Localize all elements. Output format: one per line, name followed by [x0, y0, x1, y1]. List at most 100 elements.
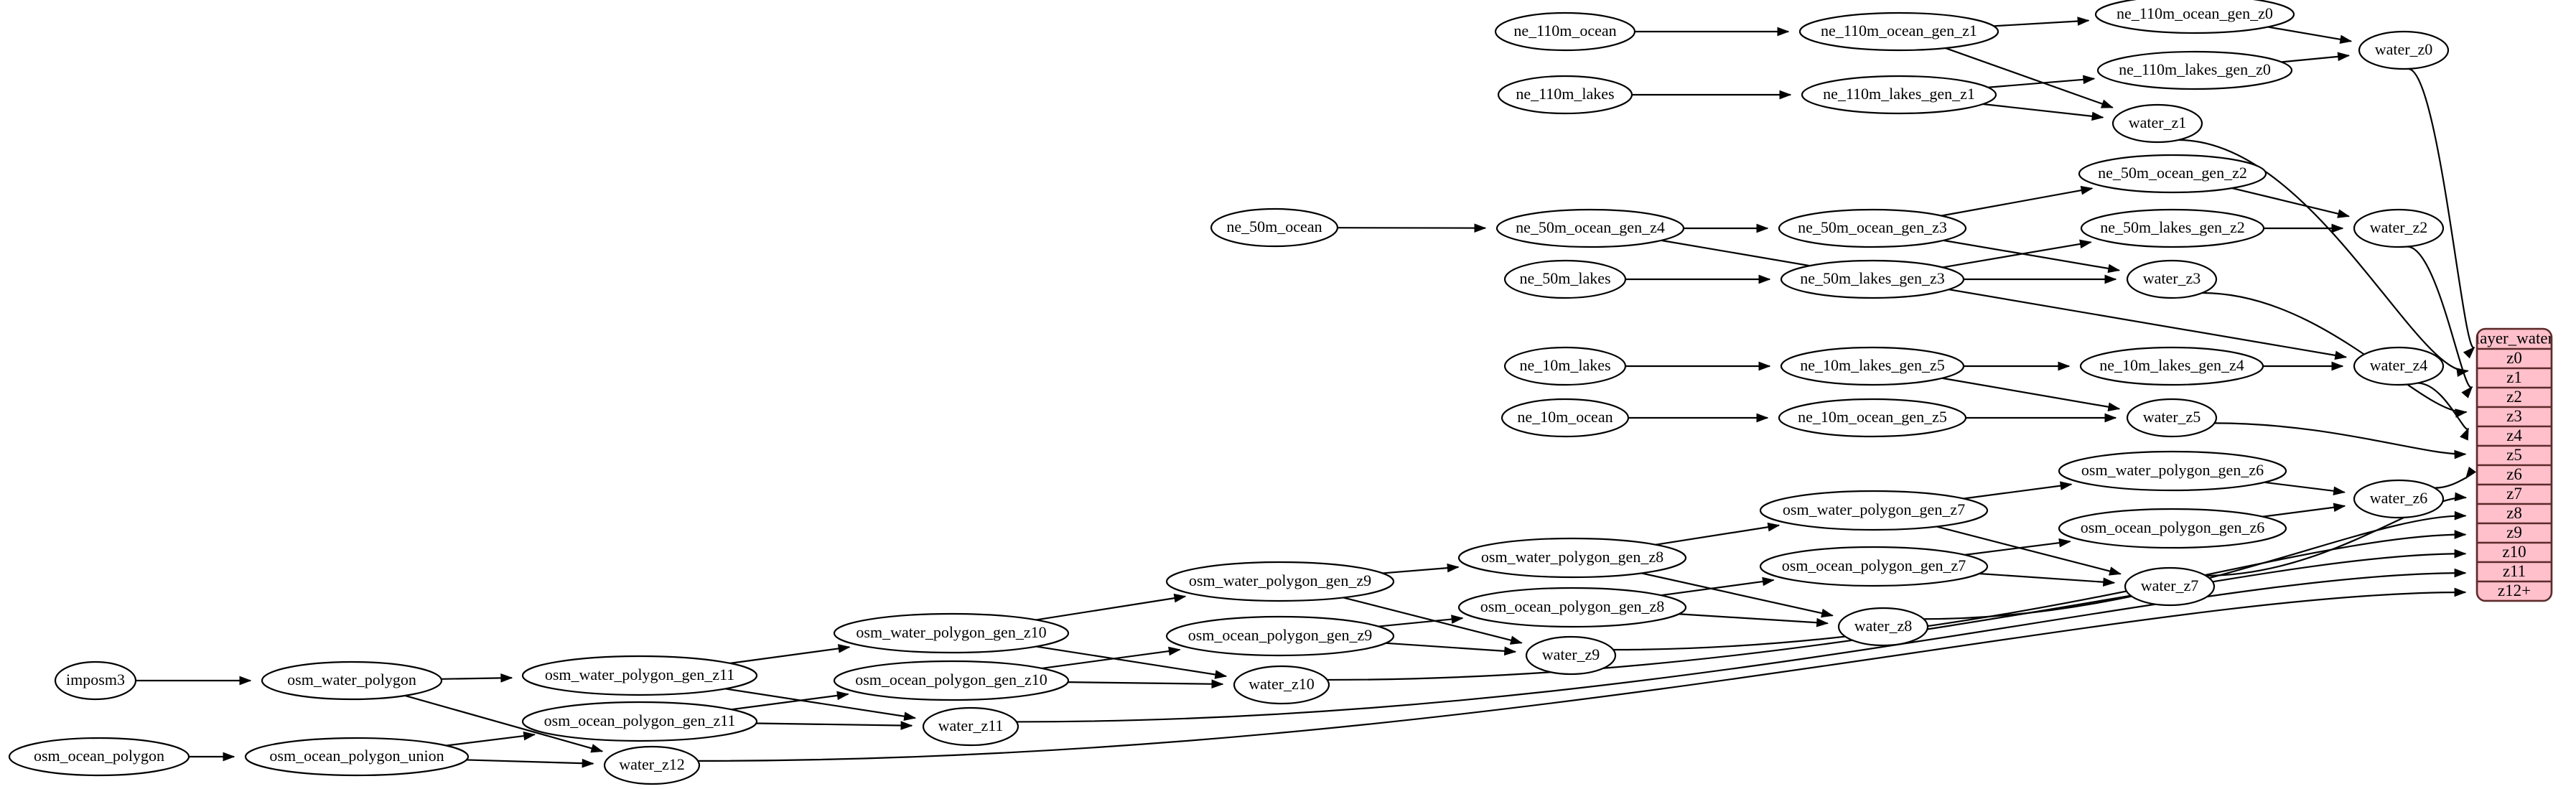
node-ellipse[interactable]	[2058, 508, 2287, 549]
graph-node-ne_50m_ocean_gen_z2[interactable]: ne_50m_ocean_gen_z2	[2078, 154, 2267, 194]
graph-node-ne_50m_lakes_gen_z2[interactable]: ne_50m_lakes_gen_z2	[2080, 208, 2265, 248]
graph-node-ne_110m_lakes[interactable]: ne_110m_lakes	[1497, 75, 1633, 115]
graph-node-water_z2[interactable]: water_z2	[2353, 208, 2445, 248]
node-ellipse[interactable]	[261, 660, 443, 701]
graph-node-osm_ocean_polygon_gen_z9[interactable]: osm_ocean_polygon_gen_z9	[1165, 615, 1395, 657]
node-ellipse[interactable]	[2353, 479, 2445, 519]
node-ellipse[interactable]	[603, 745, 701, 785]
graph-node-ne_10m_lakes_gen_z5[interactable]: ne_10m_lakes_gen_z5	[1780, 346, 1965, 386]
graph-node-osm_ocean_polygon_gen_z6[interactable]: osm_ocean_polygon_gen_z6	[2058, 508, 2287, 549]
layer-water-table[interactable]: layer_waterz0z1z2z3z4z5z6z7z8z9z10z11z12…	[2475, 327, 2554, 602]
node-ellipse[interactable]	[1494, 11, 1636, 52]
table-row-z4[interactable]	[2477, 425, 2552, 447]
node-ellipse[interactable]	[2358, 30, 2450, 70]
node-ellipse[interactable]	[2080, 208, 2265, 248]
node-ellipse[interactable]	[1495, 208, 1685, 248]
node-ellipse[interactable]	[1503, 346, 1627, 386]
node-ellipse[interactable]	[2126, 398, 2218, 438]
graph-node-ne_50m_lakes[interactable]: ne_50m_lakes	[1503, 259, 1627, 299]
table-row-z8[interactable]	[2477, 503, 2552, 525]
node-ellipse[interactable]	[1165, 561, 1395, 602]
graph-node-osm_water_polygon[interactable]: osm_water_polygon	[261, 660, 443, 701]
node-ellipse[interactable]	[2078, 154, 2267, 194]
node-ellipse[interactable]	[2094, 0, 2295, 34]
graph-node-water_z7[interactable]: water_z7	[2124, 566, 2216, 607]
node-ellipse[interactable]	[1801, 75, 1997, 115]
node-ellipse[interactable]	[833, 612, 1070, 654]
graph-node-osm_ocean_polygon[interactable]: osm_ocean_polygon	[8, 737, 190, 777]
node-ellipse[interactable]	[1837, 607, 1929, 647]
graph-node-ne_10m_lakes[interactable]: ne_10m_lakes	[1503, 346, 1627, 386]
node-ellipse[interactable]	[2096, 50, 2293, 90]
node-ellipse[interactable]	[833, 660, 1070, 701]
graph-node-water_z5[interactable]: water_z5	[2126, 398, 2218, 438]
node-ellipse[interactable]	[1165, 615, 1395, 657]
node-ellipse[interactable]	[8, 737, 190, 777]
node-ellipse[interactable]	[2111, 103, 2203, 144]
graph-node-osm_ocean_polygon_gen_z8[interactable]: osm_ocean_polygon_gen_z8	[1457, 587, 1687, 628]
graph-node-osm_ocean_polygon_gen_z11[interactable]: osm_ocean_polygon_gen_z11	[521, 701, 758, 742]
graph-node-ne_110m_ocean_gen_z1[interactable]: ne_110m_ocean_gen_z1	[1798, 11, 1999, 52]
graph-node-water_z10[interactable]: water_z10	[1233, 665, 1330, 705]
node-ellipse[interactable]	[1501, 398, 1630, 438]
graph-node-ne_110m_ocean_gen_z0[interactable]: ne_110m_ocean_gen_z0	[2094, 0, 2295, 34]
graph-node-ne_10m_ocean_gen_z5[interactable]: ne_10m_ocean_gen_z5	[1778, 398, 1967, 438]
node-ellipse[interactable]	[1759, 546, 1989, 587]
node-ellipse[interactable]	[244, 737, 470, 777]
node-ellipse[interactable]	[521, 701, 758, 742]
node-ellipse[interactable]	[922, 706, 1019, 747]
node-ellipse[interactable]	[1780, 346, 1965, 386]
graph-node-osm_water_polygon_gen_z8[interactable]: osm_water_polygon_gen_z8	[1457, 537, 1687, 579]
node-ellipse[interactable]	[2126, 259, 2218, 299]
graph-node-water_z12[interactable]: water_z12	[603, 745, 701, 785]
node-ellipse[interactable]	[1798, 11, 1999, 52]
graph-node-imposm3[interactable]: imposm3	[54, 660, 137, 701]
graph-node-osm_ocean_polygon_gen_z7[interactable]: osm_ocean_polygon_gen_z7	[1759, 546, 1989, 587]
node-ellipse[interactable]	[1457, 587, 1687, 628]
node-ellipse[interactable]	[1503, 259, 1627, 299]
node-ellipse[interactable]	[1778, 398, 1967, 438]
node-ellipse[interactable]	[2353, 346, 2445, 386]
graph-node-ne_110m_ocean[interactable]: ne_110m_ocean	[1494, 11, 1636, 52]
graph-node-water_z11[interactable]: water_z11	[922, 706, 1019, 747]
graph-node-osm_ocean_polygon_union[interactable]: osm_ocean_polygon_union	[244, 737, 470, 777]
graph-node-osm_water_polygon_gen_z10[interactable]: osm_water_polygon_gen_z10	[833, 612, 1070, 654]
node-ellipse[interactable]	[1778, 208, 1967, 248]
node-ellipse[interactable]	[1780, 259, 1965, 299]
graph-node-ne_110m_lakes_gen_z0[interactable]: ne_110m_lakes_gen_z0	[2096, 50, 2293, 90]
graph-node-osm_water_polygon_gen_z9[interactable]: osm_water_polygon_gen_z9	[1165, 561, 1395, 602]
graph-node-water_z9[interactable]: water_z9	[1525, 635, 1617, 676]
graph-node-ne_10m_ocean[interactable]: ne_10m_ocean	[1501, 398, 1630, 438]
node-ellipse[interactable]	[1233, 665, 1330, 705]
table-row-z12+[interactable]	[2477, 580, 2552, 601]
graph-node-ne_110m_lakes_gen_z1[interactable]: ne_110m_lakes_gen_z1	[1801, 75, 1997, 115]
graph-node-osm_water_polygon_gen_z11[interactable]: osm_water_polygon_gen_z11	[521, 655, 758, 696]
node-ellipse[interactable]	[521, 655, 758, 696]
node-ellipse[interactable]	[54, 660, 137, 701]
graph-node-water_z6[interactable]: water_z6	[2353, 479, 2445, 519]
node-ellipse[interactable]	[2353, 208, 2445, 248]
graph-node-osm_ocean_polygon_gen_z10[interactable]: osm_ocean_polygon_gen_z10	[833, 660, 1070, 701]
graph-node-ne_50m_ocean_gen_z4[interactable]: ne_50m_ocean_gen_z4	[1495, 208, 1685, 248]
node-ellipse[interactable]	[1210, 207, 1339, 248]
node-ellipse[interactable]	[1759, 490, 1989, 531]
node-ellipse[interactable]	[2124, 566, 2216, 607]
graph-node-water_z8[interactable]: water_z8	[1837, 607, 1929, 647]
graph-node-ne_50m_lakes_gen_z3[interactable]: ne_50m_lakes_gen_z3	[1780, 259, 1965, 299]
table-row-z9[interactable]	[2477, 522, 2552, 544]
node-ellipse[interactable]	[1457, 537, 1687, 579]
node-ellipse[interactable]	[1497, 75, 1633, 115]
graph-node-water_z4[interactable]: water_z4	[2353, 346, 2445, 386]
node-ellipse[interactable]	[2079, 346, 2264, 386]
graph-node-ne_50m_ocean[interactable]: ne_50m_ocean	[1210, 207, 1339, 248]
edge-arrowhead	[1777, 27, 1790, 37]
graph-node-ne_10m_lakes_gen_z4[interactable]: ne_10m_lakes_gen_z4	[2079, 346, 2264, 386]
graph-node-water_z1[interactable]: water_z1	[2111, 103, 2203, 144]
graph-node-ne_50m_ocean_gen_z3[interactable]: ne_50m_ocean_gen_z3	[1778, 208, 1967, 248]
node-ellipse[interactable]	[1525, 635, 1617, 676]
graph-node-water_z3[interactable]: water_z3	[2126, 259, 2218, 299]
graph-node-osm_water_polygon_gen_z6[interactable]: osm_water_polygon_gen_z6	[2058, 450, 2287, 492]
graph-node-osm_water_polygon_gen_z7[interactable]: osm_water_polygon_gen_z7	[1759, 490, 1989, 531]
graph-node-water_z0[interactable]: water_z0	[2358, 30, 2450, 70]
node-ellipse[interactable]	[2058, 450, 2287, 492]
